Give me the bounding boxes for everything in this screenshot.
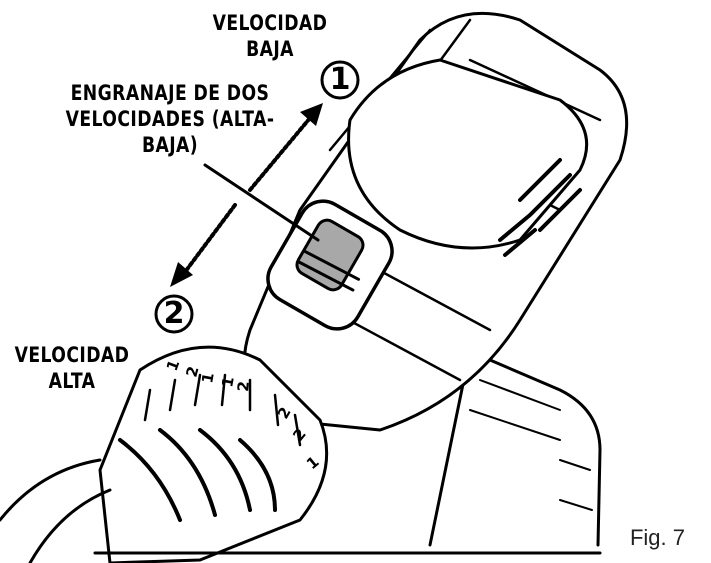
side-vents [498, 158, 582, 257]
low-speed-label-line: VELOCIDAD [212, 11, 328, 35]
clutch-ring-teeth [143, 373, 302, 447]
arrow-to-high [183, 203, 237, 274]
chuck-grooves [118, 428, 277, 522]
marker-1-circle [320, 60, 360, 100]
high-speed-label: VELOCIDAD ALTA [6, 342, 137, 394]
low-speed-label: VELOCIDAD BAJA [213, 10, 328, 62]
high-speed-label-line: ALTA [48, 369, 96, 393]
gear-selector-label: ENGRANAJE DE DOS VELOCIDADES (ALTA- BAJA… [47, 80, 293, 158]
gear-selector-label-line: VELOCIDADES (ALTA- [65, 107, 275, 131]
gear-selector-label-line: ENGRANAJE DE DOS [70, 81, 270, 105]
arrowhead-high [170, 262, 193, 287]
low-speed-marker: 1 [329, 62, 351, 97]
high-speed-label-line: VELOCIDAD [14, 343, 130, 367]
arrowhead-low [300, 103, 323, 126]
marker-2-circle [154, 294, 194, 334]
clutch-ring [98, 345, 329, 563]
battery-ridges [469, 379, 593, 511]
low-speed-label-line: BAJA [246, 37, 294, 61]
high-speed-marker: 2 [163, 296, 185, 331]
gear-leader-line [203, 163, 320, 242]
arrow-to-low [248, 116, 312, 192]
figure-label: Fig. 7 [629, 525, 685, 550]
switch-grooves [297, 249, 361, 292]
chuck-front [0, 458, 112, 563]
gear-selector-label-line: BAJA) [141, 133, 199, 157]
